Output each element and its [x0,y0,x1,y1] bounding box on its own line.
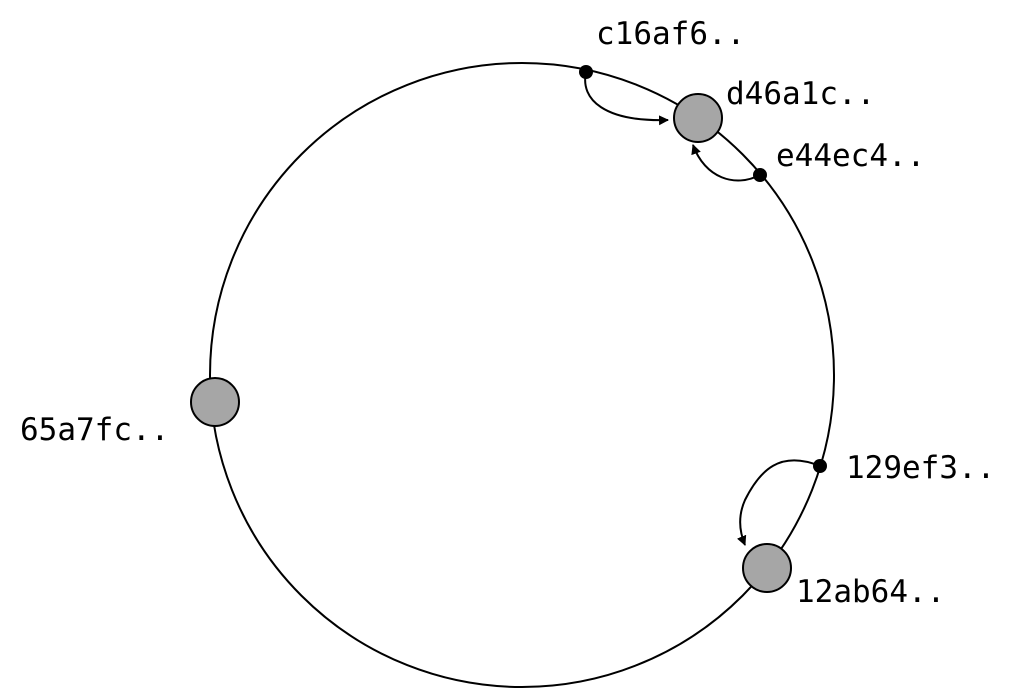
server-node-65a7fc [190,377,240,427]
server-node-d46a1c [673,93,723,143]
key-label-c16af6: c16af6.. [596,16,745,52]
key-point-129ef3 [813,459,827,473]
key-points [579,65,827,473]
server-nodes [190,93,792,593]
server-node-12ab64 [742,543,792,593]
key-label-e44ec4: e44ec4.. [776,138,925,174]
server-label-12ab64: 12ab64.. [796,574,945,610]
key-label-129ef3: 129ef3.. [846,450,995,486]
hash-ring [209,62,835,688]
server-label-65a7fc: 65a7fc.. [20,412,169,448]
arrow-e44ec4-to-d46a1c [691,144,761,182]
arrow-129ef3-to-12ab64 [736,459,821,546]
arrow-c16af6-to-d46a1c [584,71,669,126]
key-point-c16af6 [579,65,593,79]
mapping-arrows [584,71,821,546]
labels: c16af6.. d46a1c.. e44ec4.. 65a7fc.. 129e… [20,16,995,610]
server-label-d46a1c: d46a1c.. [726,76,875,112]
key-point-e44ec4 [753,168,767,182]
